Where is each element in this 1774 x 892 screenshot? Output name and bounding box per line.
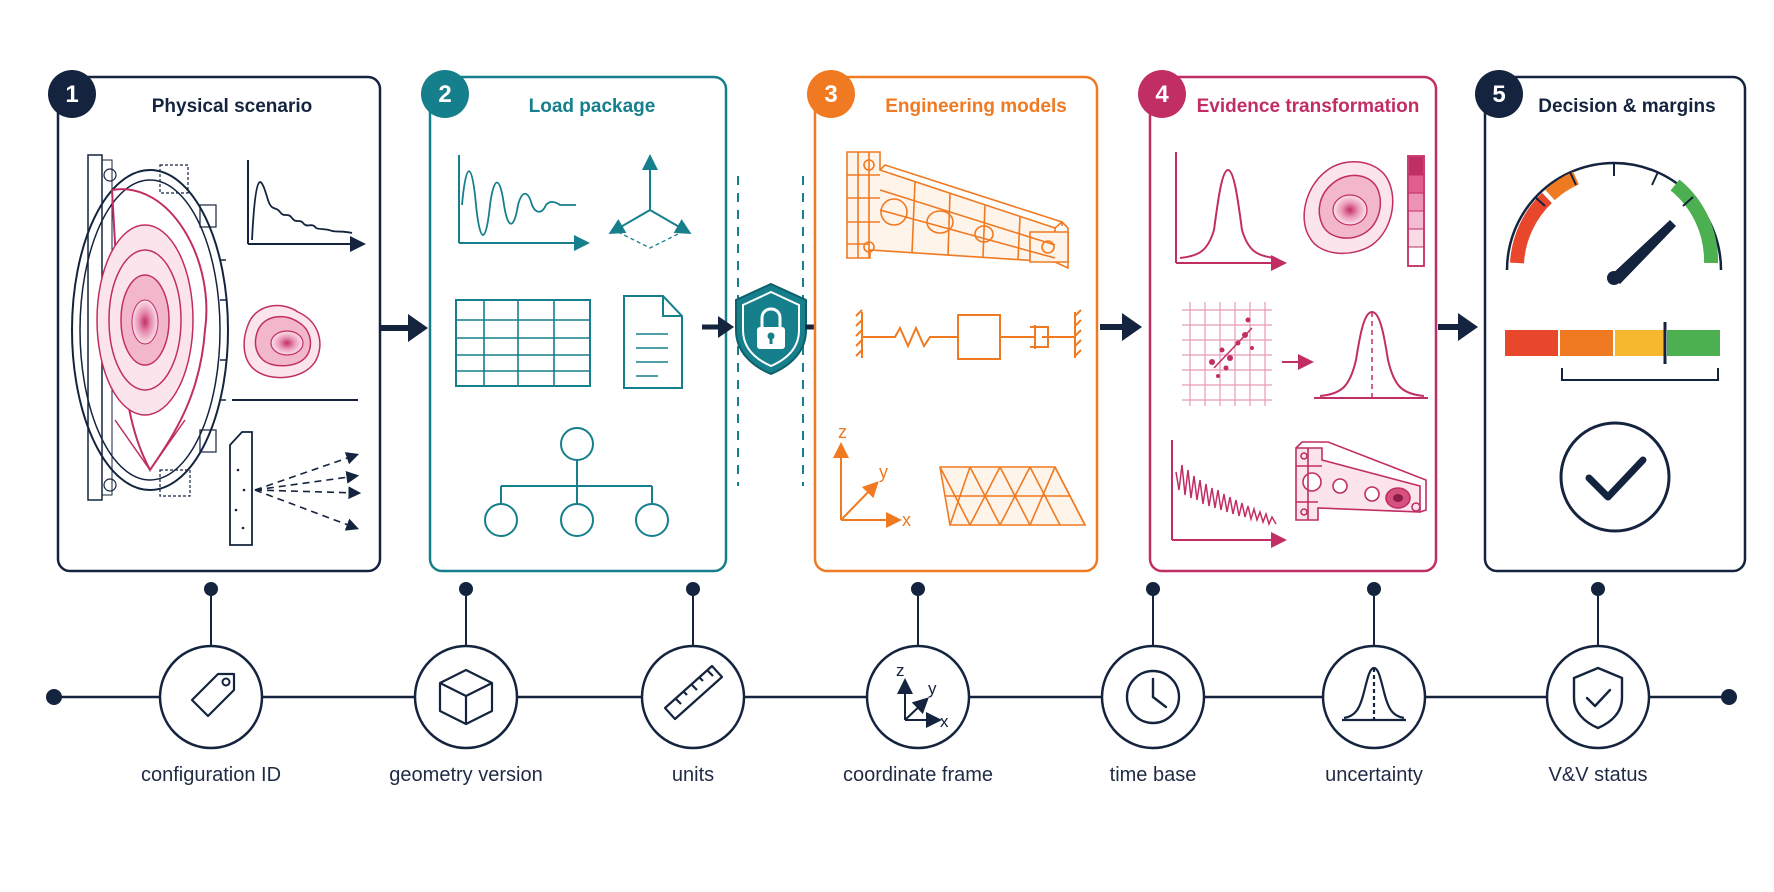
- model-axis-z-label: z: [838, 422, 847, 442]
- stage-2-number: 2: [438, 81, 451, 108]
- shield-check-icon: [1572, 666, 1624, 730]
- stage-4-number: 4: [1155, 81, 1169, 108]
- frame-axis-z-label: z: [896, 661, 905, 680]
- panel-connectors: [204, 582, 1605, 645]
- approved-check-icon: [1559, 421, 1671, 533]
- ruler-icon: [663, 664, 724, 721]
- load-distribution-map-icon: [232, 304, 358, 401]
- bell-curve-icon: [1342, 666, 1406, 722]
- stage-4-badge: [1138, 70, 1186, 118]
- metadata-track: configuration ID geometry version: [46, 582, 1737, 786]
- truss-mesh-icon: [939, 466, 1087, 526]
- integrity-gate: [702, 176, 838, 486]
- spring-mass-damper-icon: [855, 309, 1082, 360]
- oscillation-signal-icon: [458, 155, 590, 251]
- model-axis-y-label: y: [879, 462, 888, 482]
- field-contour-map-icon: [1303, 155, 1425, 267]
- track-node-units: units: [640, 644, 746, 786]
- track-label-time-base: time base: [1110, 764, 1197, 786]
- stage-3-panel: 3 Engineering models: [807, 70, 1099, 573]
- track-end-node: [1721, 689, 1737, 705]
- flow-arrow-4-5: [1438, 313, 1478, 341]
- track-label-vv-status: V&V status: [1549, 764, 1648, 786]
- normal-distribution-icon: [1314, 310, 1428, 399]
- stage-2-badge: [421, 70, 469, 118]
- axes-triad-icon: [608, 154, 692, 249]
- stage-1-number: 1: [65, 81, 78, 108]
- track-label-coordinate-frame: coordinate frame: [843, 764, 993, 786]
- stage-1-panel: 1 Physical scenario: [48, 70, 382, 573]
- transient-decay-plot-icon: [247, 160, 366, 252]
- cube-icon: [438, 668, 494, 726]
- flow-arrow-3-4: [1100, 313, 1142, 341]
- margin-scale-bar: [1505, 322, 1720, 381]
- track-node-geometry-version: geometry version: [389, 644, 543, 786]
- flow-arrow-1-2: [380, 314, 428, 342]
- data-table-icon: [455, 299, 591, 387]
- stage-2-panel: 2 Load package: [421, 70, 728, 573]
- stage-3-number: 3: [824, 81, 837, 108]
- shield-lock-icon: [735, 282, 807, 376]
- hierarchy-tree-icon: [484, 427, 669, 537]
- stage-4-title: Evidence transformation: [1197, 96, 1420, 117]
- probability-peak-plot-icon: [1175, 152, 1287, 271]
- track-node-vv-status: V&V status: [1545, 644, 1651, 786]
- margin-gauge-icon: [1505, 161, 1723, 285]
- stage-1-badge: [48, 70, 96, 118]
- document-icon: [623, 295, 683, 389]
- tag-icon: [190, 672, 236, 718]
- stage-5-frame: [1483, 75, 1747, 573]
- stage-2-title: Load package: [529, 96, 656, 117]
- track-start-node: [46, 689, 62, 705]
- stage-5-panel: 5 Decision & margins: [1475, 70, 1747, 573]
- axes-icon: z y x: [896, 661, 949, 731]
- noisy-time-series-icon: [1171, 440, 1287, 548]
- stage-3-title: Engineering models: [885, 96, 1067, 117]
- stage-1-frame: [56, 75, 382, 573]
- bracket-stress-result-icon: [1295, 441, 1427, 521]
- stage-5-title: Decision & margins: [1538, 96, 1715, 117]
- clock-icon: [1125, 669, 1181, 725]
- track-node-coordinate-frame: z y x coordinate frame: [843, 644, 993, 786]
- stage-4-panel: 4 Evidence transformation: [1138, 70, 1438, 573]
- track-node-configuration-id: configuration ID: [141, 644, 281, 786]
- track-node-uncertainty: uncertainty: [1321, 644, 1427, 786]
- track-label-uncertainty: uncertainty: [1325, 764, 1423, 786]
- stage-3-badge: [807, 70, 855, 118]
- frame-axis-y-label: y: [928, 679, 937, 698]
- stage-1-title: Physical scenario: [152, 96, 313, 117]
- scatter-grid-icon: [1182, 302, 1272, 406]
- radiation-source-icon: [229, 431, 362, 546]
- stage-5-number: 5: [1492, 81, 1505, 108]
- track-label-configuration-id: configuration ID: [141, 764, 281, 786]
- coordinate-axes-icon: z y x: [833, 422, 911, 530]
- meshed-bracket-model-icon: [846, 151, 1069, 270]
- tokamak-cross-section-icon: [71, 154, 229, 501]
- stage-5-badge: [1475, 70, 1523, 118]
- track-label-units: units: [672, 764, 714, 786]
- frame-axis-x-label: x: [940, 712, 949, 731]
- track-node-time-base: time base: [1100, 644, 1206, 786]
- model-axis-x-label: x: [902, 510, 911, 530]
- track-label-geometry-version: geometry version: [389, 764, 542, 786]
